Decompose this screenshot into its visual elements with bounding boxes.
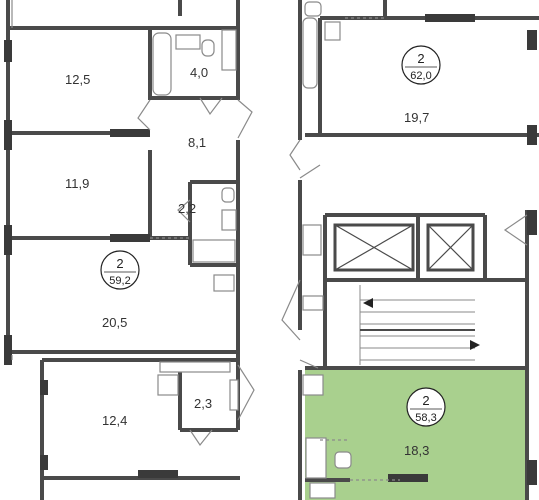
sink-icon (221, 29, 237, 71)
toilet-icon (201, 39, 215, 57)
area-label-left-bedroom-top: 12,5 (65, 72, 90, 87)
door-swing-icon (237, 99, 253, 139)
door-swing-icon (177, 199, 191, 223)
toilet-icon (221, 187, 235, 203)
sink-icon (309, 482, 336, 499)
sink-icon (302, 224, 322, 256)
apartment-total-area: 59,2 (109, 275, 130, 287)
sink-icon (159, 361, 231, 373)
area-label-left-bedroom-mid: 11,9 (65, 176, 89, 191)
left-bathroom-fixtures (152, 29, 239, 411)
sink-icon (221, 209, 237, 231)
sink-icon (302, 295, 324, 311)
area-label-left-bedroom-bottom: 12,4 (102, 413, 127, 428)
left-window-bands (4, 40, 178, 478)
apartment-total-area: 62,0 (410, 70, 431, 82)
bathtub-icon (152, 32, 172, 96)
door-swing-icon (137, 99, 151, 131)
bathtub-icon (305, 437, 327, 479)
apartment-badge-left[interactable]: 2 59,2 (100, 250, 140, 290)
door-swing-icon (189, 429, 213, 447)
sink-icon (229, 379, 239, 411)
apartment-badge-highlighted[interactable]: 2 58,3 (406, 387, 446, 427)
sink-icon (324, 21, 341, 41)
right-block-walls (305, 0, 539, 500)
left-thin-details (11, 0, 255, 447)
area-label-left-wc: 2,2 (178, 201, 196, 216)
door-swing-icon (199, 97, 223, 116)
door-swing-icon (299, 359, 319, 369)
area-label-left-bathroom: 4,0 (190, 65, 208, 80)
right-thin-details (299, 17, 528, 481)
toilet-icon (304, 1, 322, 17)
area-label-left-wc-bottom: 2,3 (194, 396, 212, 411)
bathtub-icon (302, 17, 318, 89)
area-label-left-hall: 8,1 (188, 135, 206, 150)
left-block-walls (6, 0, 240, 500)
apartment-badge-right-top[interactable]: 2 62,0 (401, 45, 441, 85)
sink-icon (302, 374, 324, 396)
door-swing-icon (503, 214, 528, 246)
right-fixtures (302, 1, 352, 499)
area-label-highlighted-living: 18,3 (404, 443, 429, 458)
door-swing-icon (289, 139, 301, 171)
corridor-door-swings (281, 139, 321, 341)
bathtub-icon (192, 239, 236, 263)
door-swing-icon (299, 164, 321, 179)
door-swing-icon (237, 364, 255, 421)
stair-direction-arrow-icon (363, 298, 480, 350)
area-label-right-living-top: 19,7 (404, 110, 429, 125)
right-window-bands (388, 14, 537, 485)
area-label-left-living: 20,5 (102, 315, 127, 330)
apartment-rooms: 2 (417, 51, 424, 66)
sink-icon (213, 274, 235, 292)
elevator-shaft-1 (333, 223, 415, 272)
toilet-icon (157, 374, 179, 396)
door-swing-icon (281, 279, 301, 341)
toilet-icon (334, 451, 352, 469)
sink-icon (175, 34, 201, 50)
elevator-shaft-2 (426, 223, 475, 272)
apartment-rooms: 2 (422, 393, 429, 408)
apartment-total-area: 58,3 (415, 412, 436, 424)
stairs-icon (359, 285, 475, 365)
apartment-rooms: 2 (116, 256, 123, 271)
